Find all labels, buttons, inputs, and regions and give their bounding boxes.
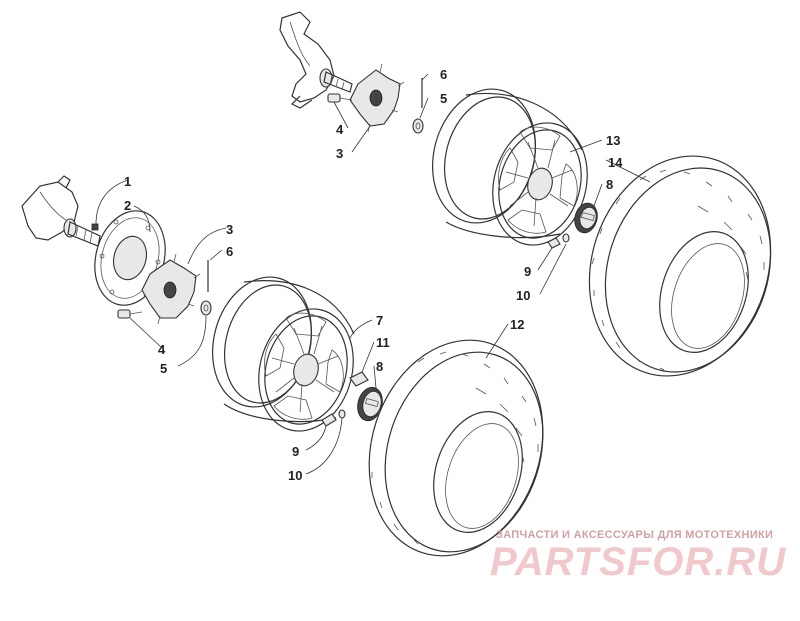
callout-8-upper: 8 xyxy=(606,177,613,192)
callout-6-upper: 6 xyxy=(440,67,447,82)
watermark-tagline: ЗАПЧАСТИ И АКСЕССУАРЫ ДЛЯ МОТОТЕХНИКИ xyxy=(496,529,774,541)
callout-3-upper: 3 xyxy=(336,146,343,161)
upper-hub xyxy=(349,63,405,133)
callout-14: 14 xyxy=(608,155,623,170)
callout-12: 12 xyxy=(510,317,524,332)
callout-11: 11 xyxy=(376,335,390,350)
callout-4-lower: 4 xyxy=(158,342,166,357)
watermark-logo: PARTSFOR.RU xyxy=(490,540,787,584)
lower-valve-stem xyxy=(321,409,346,427)
lower-rim xyxy=(211,276,355,432)
callout-7: 7 xyxy=(376,313,383,328)
lower-axle-nut xyxy=(200,300,212,316)
callout-6-lower: 6 xyxy=(226,244,233,259)
upper-axle-stub xyxy=(323,71,353,93)
callout-1: 1 xyxy=(124,174,131,189)
lower-wheel-stud xyxy=(117,309,143,319)
upper-tire xyxy=(588,155,772,377)
upper-valve-stem xyxy=(547,233,570,249)
callout-8-lower: 8 xyxy=(376,359,383,374)
brake-disc-bolt xyxy=(91,223,99,231)
callout-10-lower: 10 xyxy=(288,468,302,483)
callout-2: 2 xyxy=(124,198,131,213)
lower-hub xyxy=(141,253,201,325)
lower-hub-cap xyxy=(357,386,383,422)
callout-9-lower: 9 xyxy=(292,444,299,459)
callout-5-upper: 5 xyxy=(440,91,447,106)
upper-wheel-stud xyxy=(327,93,353,103)
upper-hub-cap xyxy=(574,202,598,234)
callout-10-upper: 10 xyxy=(516,288,530,303)
callout-labels: 6 5 4 3 13 14 8 9 10 1 2 3 6 4 5 7 11 8 … xyxy=(124,67,623,483)
leader-lines xyxy=(95,73,651,475)
callout-5-lower: 5 xyxy=(160,361,167,376)
upper-rim xyxy=(431,88,588,246)
lower-steering-knuckle xyxy=(21,175,79,241)
lower-wheel-nut xyxy=(349,371,369,387)
upper-axle-nut xyxy=(412,118,424,134)
upper-steering-knuckle xyxy=(279,11,335,109)
callout-4-upper: 4 xyxy=(336,122,344,137)
lower-tire xyxy=(368,339,544,557)
callout-9-upper: 9 xyxy=(524,264,531,279)
callout-3-lower: 3 xyxy=(226,222,233,237)
callout-13: 13 xyxy=(606,133,620,148)
